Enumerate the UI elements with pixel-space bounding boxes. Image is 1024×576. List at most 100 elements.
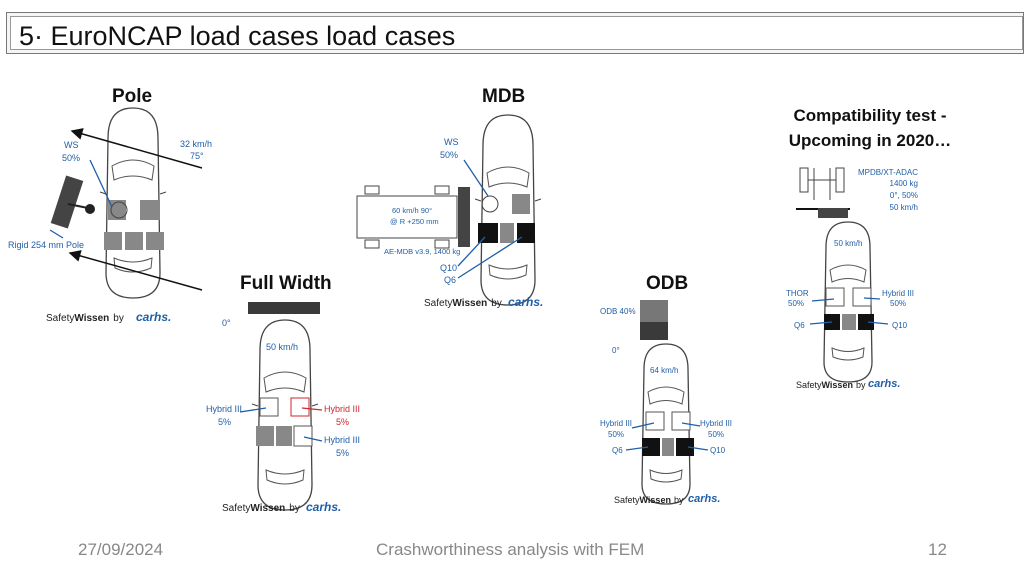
compat-thor-text: THOR xyxy=(786,289,809,298)
odb-q10-seat xyxy=(676,438,694,456)
odb-speed: 64 km/h xyxy=(650,366,678,375)
compat-frame-right xyxy=(835,167,845,193)
odb-q6-leader xyxy=(625,446,649,451)
mdb-wheel-2 xyxy=(434,185,450,195)
svg-text:carhs.: carhs. xyxy=(136,310,171,324)
mdb-speed: 60 km/h 90° xyxy=(392,206,432,215)
fw-right-leader xyxy=(301,407,323,411)
odb-passenger-seat xyxy=(671,411,691,431)
compat-label: Compatibility test - Upcoming in 2020… xyxy=(770,103,970,153)
pole-rear-seat-2 xyxy=(125,232,143,250)
compat-thor-pct: 50% xyxy=(788,299,804,308)
fw-angle: 0° xyxy=(222,318,231,328)
mdb-wheel-3 xyxy=(364,239,380,249)
fw-right-text: Hybrid III xyxy=(324,404,360,414)
odb-right-text: Hybrid III xyxy=(700,419,732,428)
footer-title: Crashworthiness analysis with FEM xyxy=(376,540,645,559)
svg-text:carhs.: carhs. xyxy=(688,493,720,505)
pole-seat-passenger xyxy=(140,200,160,220)
pole-ws-pct: 50% xyxy=(62,153,80,163)
pole-rear-seat-1 xyxy=(104,232,122,250)
mdb-wheel-1 xyxy=(364,185,380,195)
odb-scene xyxy=(625,300,709,505)
compat-frame-left xyxy=(799,167,809,193)
fw-left-leader xyxy=(239,407,267,413)
title-bar: 5· EuroNCAP load cases load cases xyxy=(6,12,1024,54)
mdb-q10-leader xyxy=(457,236,486,267)
compat-car-speed: 50 km/h xyxy=(834,239,862,248)
fw-rear-pct: 5% xyxy=(336,448,349,458)
fw-rear-1 xyxy=(256,426,274,446)
footer-page-number: 12 xyxy=(928,540,947,559)
compat-scene xyxy=(796,167,889,383)
svg-text:carhs.: carhs. xyxy=(508,295,543,309)
compat-mass-text: 1400 kg xyxy=(890,179,918,188)
odb-right-pct: 50% xyxy=(708,430,724,439)
fw-barrier xyxy=(248,302,320,314)
odb-left-text: Hybrid III xyxy=(600,419,632,428)
compat-hybrid-seat xyxy=(852,287,872,307)
compat-angle-text: 0°, 50% xyxy=(890,191,918,200)
odb-right-leader xyxy=(681,422,701,427)
pole-label: Pole xyxy=(112,86,153,107)
compat-label-line1: Compatibility test - xyxy=(793,106,947,125)
mdb-rear-mid xyxy=(500,223,514,243)
pole-angle: 75° xyxy=(190,151,204,161)
mdb-ws-text: WS xyxy=(444,137,459,147)
compat-barrier-speed: 50 km/h xyxy=(890,203,918,212)
compat-q6-text: Q6 xyxy=(794,321,805,330)
slide-title: 5· EuroNCAP load cases load cases xyxy=(19,21,456,51)
fw-rear-text: Hybrid III xyxy=(324,435,360,445)
pole-pole-label: Rigid 254 mm Pole xyxy=(8,240,84,250)
mdb-ws-leader xyxy=(463,159,489,197)
compat-thor-leader xyxy=(811,298,835,302)
mdb-q10-text: Q10 xyxy=(440,263,457,273)
mdb-dummy-icon xyxy=(481,195,499,213)
mdb-ws-pct: 50% xyxy=(440,150,458,160)
fw-right-pct: 5% xyxy=(336,417,349,427)
odb-left-pct: 50% xyxy=(608,430,624,439)
pole-arrow-bottom xyxy=(68,250,203,291)
odb-q6-text: Q6 xyxy=(612,446,623,455)
fw-rear-3 xyxy=(293,425,313,447)
fw-left-pct: 5% xyxy=(218,417,231,427)
compat-q10-seat xyxy=(858,314,874,330)
odb-barrier-text: ODB 40% xyxy=(600,307,636,316)
mdb-label: MDB xyxy=(482,86,526,107)
mdb-rear-q10 xyxy=(478,223,498,243)
compat-thor-seat xyxy=(825,287,845,307)
mdb-q6-leader xyxy=(457,236,523,279)
mdb-offset: @ R +250 mm xyxy=(390,217,439,226)
pole-connector xyxy=(67,203,89,209)
fw-left-text: Hybrid III xyxy=(206,404,242,414)
odb-left-leader xyxy=(631,422,655,429)
mdb-seat-passenger xyxy=(512,194,530,214)
odb-q6-seat xyxy=(642,438,660,456)
fw-rear-leader xyxy=(303,436,323,442)
fw-passenger-seat xyxy=(290,397,310,417)
odb-mid-seat xyxy=(662,438,674,456)
fw-driver-seat xyxy=(259,397,279,417)
svg-text:carhs.: carhs. xyxy=(868,378,900,390)
mdb-barrier-face xyxy=(458,187,470,247)
full-width-label: Full Width xyxy=(240,273,332,294)
mdb-barrier-text: AE-MDB v3.9, 1400 kg xyxy=(384,247,460,256)
compat-hybrid-text: Hybrid III xyxy=(882,289,914,298)
fw-speed: 50 km/h xyxy=(266,342,298,352)
fw-rear-2 xyxy=(276,426,292,446)
pole-speed: 32 km/h xyxy=(180,139,212,149)
odb-angle: 0° xyxy=(612,346,620,355)
title-bar-inner: 5· EuroNCAP load cases load cases xyxy=(10,16,1023,51)
pole-pole-leader xyxy=(49,229,64,239)
compat-barrier-text: MPDB/XT-ADAC xyxy=(858,168,918,177)
compat-q6-leader xyxy=(809,321,833,325)
compat-hybrid-leader xyxy=(863,297,881,300)
full-width-scene xyxy=(239,302,323,511)
